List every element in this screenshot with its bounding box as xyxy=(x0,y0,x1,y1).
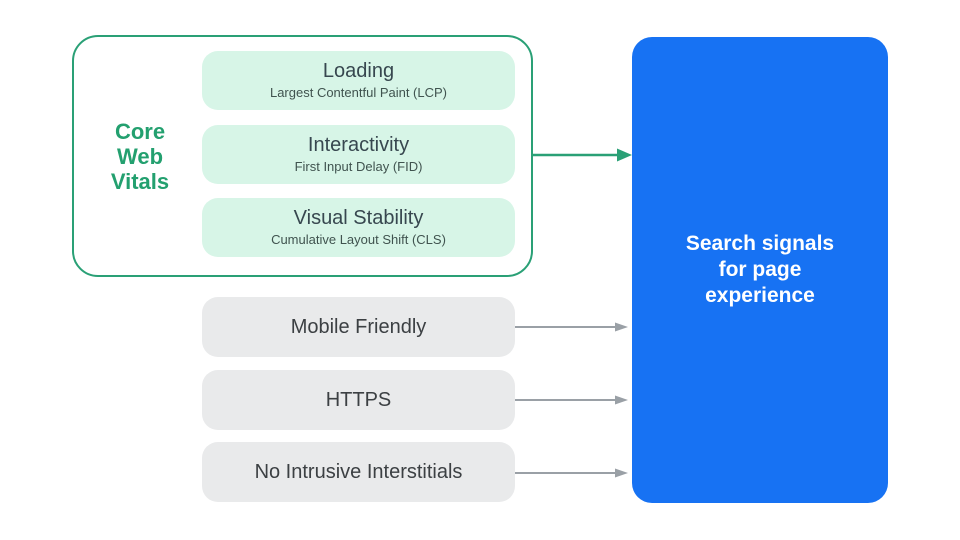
vital-box-visual-stability: Visual Stability Cumulative Layout Shift… xyxy=(202,198,515,257)
vital-subtitle-lcp: Largest Contentful Paint (LCP) xyxy=(269,85,448,100)
arrow-core-web-vitals-to-result xyxy=(531,148,632,162)
vital-box-loading: Loading Largest Contentful Paint (LCP) xyxy=(202,51,515,110)
core-web-vitals-label: Core Web Vitals xyxy=(110,119,170,194)
arrow-https-to-result xyxy=(515,395,628,405)
signal-box-https: HTTPS xyxy=(202,370,515,430)
vital-title-loading: Loading xyxy=(322,60,395,82)
signal-box-no-intrusive-interstitials: No Intrusive Interstitials xyxy=(202,442,515,502)
search-signals-result-box: Search signals for page experience xyxy=(632,37,888,503)
search-signals-label: Search signals for page experience xyxy=(685,232,835,307)
vital-title-interactivity: Interactivity xyxy=(307,134,410,156)
vital-title-visual-stability: Visual Stability xyxy=(293,207,424,229)
arrow-no-intrusive-interstitials-to-result xyxy=(515,468,628,478)
signal-box-mobile-friendly: Mobile Friendly xyxy=(202,297,515,357)
arrow-mobile-friendly-to-result xyxy=(515,322,628,332)
vital-box-interactivity: Interactivity First Input Delay (FID) xyxy=(202,125,515,184)
vital-subtitle-cls: Cumulative Layout Shift (CLS) xyxy=(271,232,446,247)
vital-subtitle-fid: First Input Delay (FID) xyxy=(294,159,423,174)
